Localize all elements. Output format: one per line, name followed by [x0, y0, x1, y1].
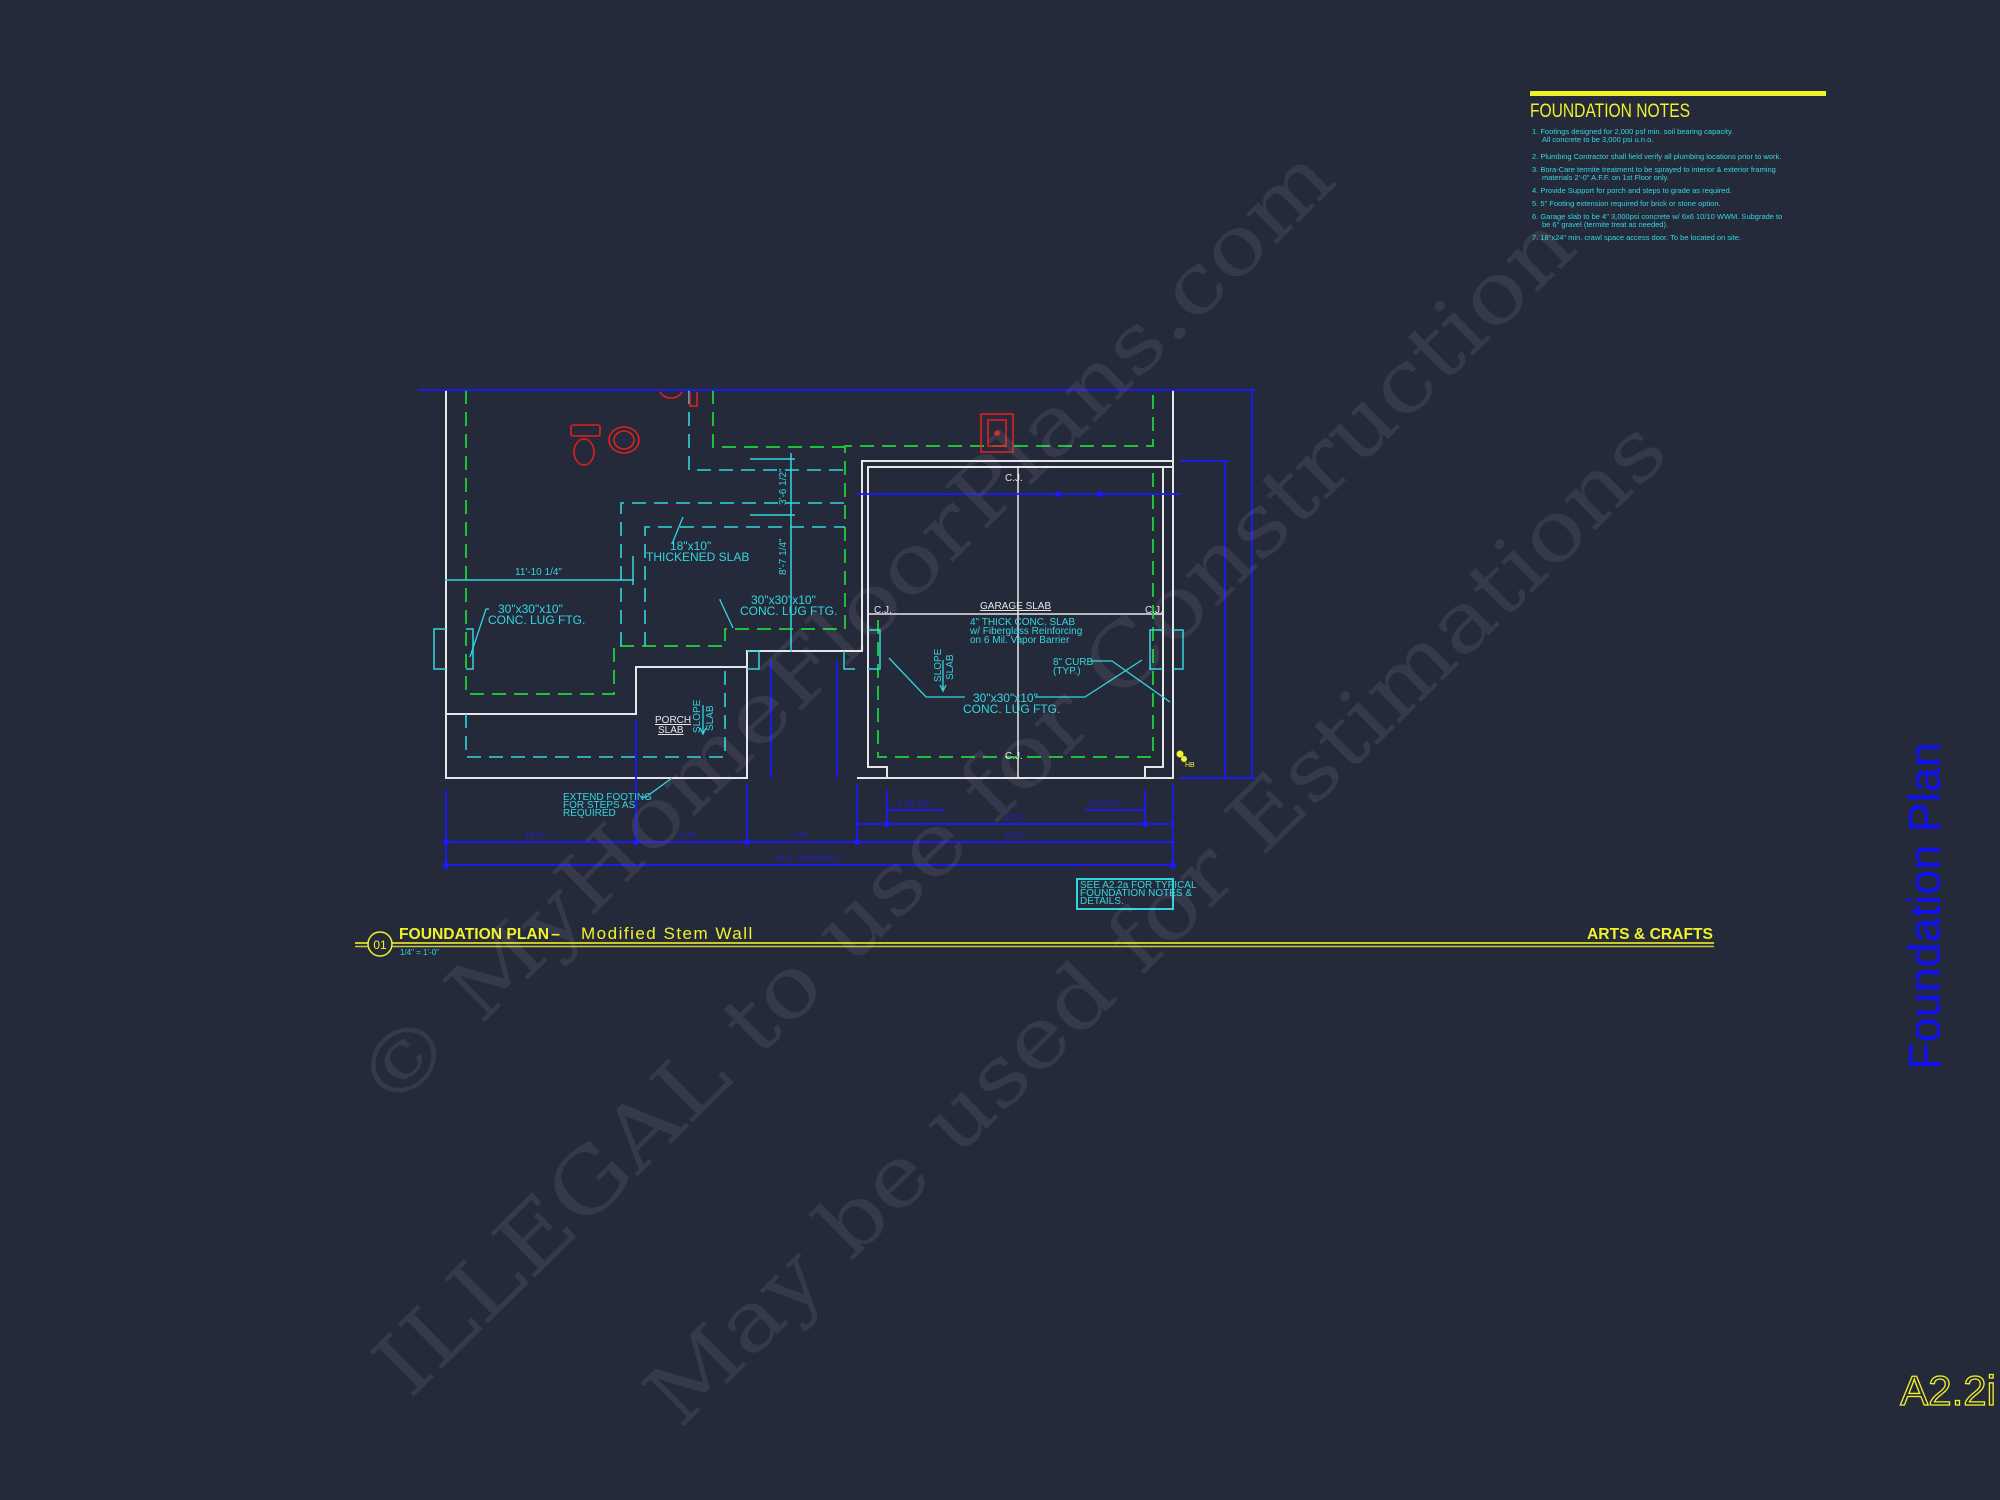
notes-list: 1. Footings designed for 2,000 psf min. …: [1532, 127, 1782, 242]
porch-label: PORCH: [655, 715, 691, 726]
extend-footing-note: FOR STEPS AS: [563, 800, 636, 811]
foundation-note: 2. Plumbing Contractor shall field verif…: [1532, 152, 1781, 161]
sink-icon: [608, 426, 640, 454]
thickened-slab-label: THICKENED SLAB: [646, 550, 749, 564]
dimension-label: 5'-8": [680, 831, 696, 840]
slab-label: SLAB: [705, 705, 716, 731]
dimension-label: 22'-0": [1005, 831, 1026, 840]
see-note-line: SEE A2.2a FOR TYPICAL: [1080, 880, 1197, 891]
style-name: ARTS & CRAFTS: [1587, 926, 1713, 943]
curb-label: 8" CURB: [1053, 657, 1094, 668]
lug-footing-label: CONC. LUG FTG.: [963, 702, 1060, 716]
notes-title: FOUNDATION NOTES: [1530, 101, 1690, 122]
toilet-bowl-icon: [573, 438, 595, 466]
dimension-label: 1'-10 1/2": [897, 799, 931, 808]
notes-title-bar: [1530, 91, 1826, 96]
thickened-slab-size: 18"x10": [670, 539, 711, 553]
foundation-note: be 6" gravel (termite treat as needed).: [1542, 220, 1668, 229]
watermark-line: ILLEGAL to use for Construction: [355, 194, 1595, 1415]
detail-number: 01: [373, 938, 387, 952]
slope-label: SLOPE: [692, 699, 703, 733]
sheet-number: A2.2i: [1900, 1367, 1996, 1414]
dimension-label: 1'-10 1/2": [1088, 799, 1122, 808]
foundation-note: materials 2'-0" A.F.F. on 1st Floor only…: [1542, 173, 1669, 182]
dimension-label: 46'-0" (OVERALL): [775, 854, 840, 863]
foundation-note: 7. 18"x24" min. crawl space access door.…: [1532, 233, 1741, 242]
see-note-line: DETAILS.: [1080, 896, 1124, 907]
drawing-title-block: 01 FOUNDATION PLAN – Modified Stem Wall …: [355, 924, 1714, 957]
garage-slab-label: GARAGE SLAB: [980, 601, 1051, 612]
plan-labels: 11'-10 1/4" 3'-6 1/2" 8'-7 1/4" 18"x10" …: [488, 468, 1197, 910]
hose-bib-icon: [1176, 750, 1184, 758]
dimension-label: 7'-0": [792, 831, 808, 840]
water-heater-dot-icon: [994, 430, 1000, 436]
tub-drain-icon: [659, 391, 698, 407]
leader-lines: [469, 516, 1171, 798]
sink-basin-icon: [613, 430, 635, 450]
garage-inner-left: [867, 466, 1173, 778]
garage-spec-line: 4" THICK CONC. SLAB: [970, 617, 1075, 628]
lug-footing-size: 30"x30"x10": [751, 593, 816, 607]
dimension-label: 8'-7 1/4": [778, 538, 789, 575]
porch-wall: [446, 666, 747, 715]
footing-lines-cyan: [465, 390, 845, 758]
control-joint-label: C.J.: [874, 605, 892, 616]
lug-footing-size: 30"x30"x10": [973, 691, 1038, 705]
lug-footing-label: CONC. LUG FTG.: [488, 613, 585, 627]
water-heater-icon: [980, 413, 1014, 453]
dimension-ticks: [443, 491, 1176, 868]
dimension-label: 3'-6 1/2": [778, 468, 789, 505]
see-note-box: SEE A2.2a FOR TYPICAL FOUNDATION NOTES &…: [1076, 878, 1197, 910]
dimension-label: 18'-3": [1005, 813, 1026, 822]
toilet-tank-icon: [570, 424, 601, 437]
watermark: © MyHomeFloorPlans.com ILLEGAL to use fo…: [337, 129, 1685, 1444]
title-dash: –: [551, 926, 560, 943]
sheet-title: Foundation Plan: [1899, 742, 1950, 1070]
porch-slab-label: SLAB: [658, 725, 684, 736]
slab-label: SLAB: [945, 654, 956, 680]
plumbing-fixtures: [570, 391, 1014, 466]
detail-number-bubble: [367, 931, 393, 957]
foundation-note: 5. 5" Footing extension required for bri…: [1532, 199, 1721, 208]
hose-bib-label: HB: [1185, 762, 1195, 769]
drawing-subtitle: Modified Stem Wall: [581, 924, 754, 943]
lug-footing-size: 30"x30"x10": [498, 602, 563, 616]
slope-label: SLOPE: [933, 648, 944, 682]
foundation-note: 6. Garage slab to be 4" 3,000psi concret…: [1532, 212, 1782, 221]
drawing-title: FOUNDATION PLAN: [399, 926, 549, 943]
foundation-note: All concrete to be 3,000 psi u.n.o.: [1542, 135, 1653, 144]
foundation-note: 1. Footings designed for 2,000 psf min. …: [1532, 127, 1733, 136]
lug-footing-label: CONC. LUG FTG.: [740, 604, 837, 618]
control-joint-label: C.J.: [1005, 751, 1023, 762]
garage-spec-line: on 6 Mil. Vapor Barrier: [970, 635, 1070, 646]
dimension-label: 11'-10 1/4": [515, 567, 562, 578]
hose-bib: HB: [1176, 750, 1195, 769]
dimension-label: 15'-0": [525, 831, 546, 840]
see-note-line: FOUNDATION NOTES &: [1080, 888, 1192, 899]
garage-inner-right: [1144, 467, 1164, 778]
curb-label: (TYP.): [1053, 666, 1081, 677]
hose-bib-icon-part: [1181, 756, 1187, 762]
foundation-notes: FOUNDATION NOTES 1. Footings designed fo…: [1530, 91, 1826, 242]
garage-spec-line: w/ Fiberglass Reinforcing: [969, 626, 1082, 637]
extend-footing-note: EXTEND FOOTING: [563, 792, 652, 803]
control-joint-label: C.J.: [1145, 605, 1163, 616]
control-joint-label: C.J.: [1005, 473, 1023, 484]
extend-footing-note: REQUIRED: [563, 808, 616, 819]
drawing-scale: 1/4" = 1'-0": [400, 948, 439, 957]
foundation-note: 3. Bora-Care termite treatment to be spr…: [1532, 165, 1776, 174]
interior-dimension-lines: [445, 453, 795, 652]
foundation-note: 4. Provide Support for porch and steps t…: [1532, 186, 1732, 195]
dimension-lines: [418, 389, 1255, 870]
water-heater-inner-icon: [987, 419, 1007, 447]
